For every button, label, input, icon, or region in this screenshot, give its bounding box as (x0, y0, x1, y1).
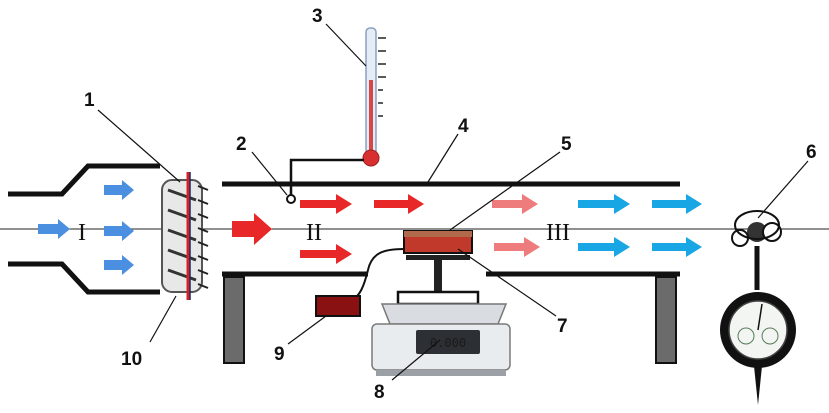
leader-line-10 (149, 295, 177, 343)
leader-line-2 (251, 151, 288, 196)
leader-line-1 (97, 109, 181, 183)
scale-display-reading: 0.000 (430, 336, 466, 350)
fan-blade (167, 228, 197, 242)
fan-blade (167, 268, 197, 282)
scale-display-screen (416, 330, 480, 354)
channel-stand-right (655, 276, 677, 364)
probe-wire (289, 158, 364, 195)
zone-label-II: II (306, 220, 322, 246)
heater-fins (197, 185, 209, 289)
heated-arrow (300, 244, 352, 264)
label-3: 3 (312, 6, 323, 27)
leader-line-3 (325, 23, 367, 67)
heated-arrow (374, 194, 424, 214)
anemometer-needle (757, 303, 763, 331)
heated-arrow (300, 194, 352, 214)
anemometer-ring (734, 210, 780, 240)
fan-blade (167, 188, 197, 202)
channel-stand-left (223, 276, 245, 364)
outlet-arrow (652, 237, 702, 257)
inlet-arrow (104, 255, 134, 275)
zone-label-I: I (78, 220, 86, 246)
heated-big-arrow (232, 213, 272, 245)
inlet-nozzle-lower (8, 261, 160, 295)
label-10: 10 (121, 349, 142, 370)
digital-scale: 0.000 (371, 303, 511, 376)
inlet-arrows (38, 180, 134, 275)
label-2: 2 (236, 134, 247, 155)
inlet-arrow (104, 180, 134, 200)
thermometer-mercury (369, 80, 373, 156)
anemometer-subdial (737, 327, 755, 345)
heated-air-arrows (232, 194, 424, 264)
fan-heater-unit (161, 172, 209, 300)
leader-line-9 (287, 315, 327, 345)
thermometer-bulb (362, 149, 380, 167)
anemometer-rotor (747, 222, 767, 242)
leader-line-5 (449, 151, 561, 231)
cooling-air-arrows (492, 194, 540, 257)
probe-sensor (286, 194, 296, 204)
heater-cable (351, 248, 405, 301)
sample-top-layer (404, 231, 472, 237)
outlet-arrow (578, 237, 630, 257)
anemometer-subdial (761, 327, 779, 345)
zone-label-III: III (546, 220, 570, 246)
label-7: 7 (557, 316, 568, 337)
anemometer (720, 210, 796, 405)
leader-line-7 (457, 248, 557, 317)
leader-line-6 (757, 160, 809, 219)
scale-rod (434, 260, 442, 292)
cooling-arrow (492, 194, 538, 214)
outlet-air-arrows (578, 194, 702, 257)
leader-line-4 (427, 133, 459, 183)
label-5: 5 (561, 134, 572, 155)
anemometer-spike (754, 366, 762, 405)
fan-blade (167, 208, 197, 222)
leader-lines (97, 23, 809, 381)
scale-platform (396, 290, 480, 306)
inlet-arrow (104, 221, 134, 241)
outlet-arrow (578, 194, 630, 214)
outlet-arrow (652, 194, 702, 214)
label-8: 8 (374, 382, 385, 403)
label-9: 9 (274, 344, 285, 365)
scale-rod-top (406, 255, 470, 260)
inlet-nozzle-upper (8, 163, 160, 197)
label-4: 4 (458, 116, 469, 137)
cooling-arrow (494, 237, 540, 257)
fan-blade (167, 248, 197, 262)
scale-base (376, 370, 506, 376)
thermometer (362, 27, 386, 167)
inlet-arrow (38, 219, 70, 239)
label-6: 6 (806, 142, 817, 163)
scale-pan (380, 303, 508, 325)
heater-controller-box (315, 295, 361, 317)
label-1: 1 (84, 90, 95, 111)
leader-line-8 (391, 339, 441, 381)
thermometer-scale (378, 37, 386, 117)
